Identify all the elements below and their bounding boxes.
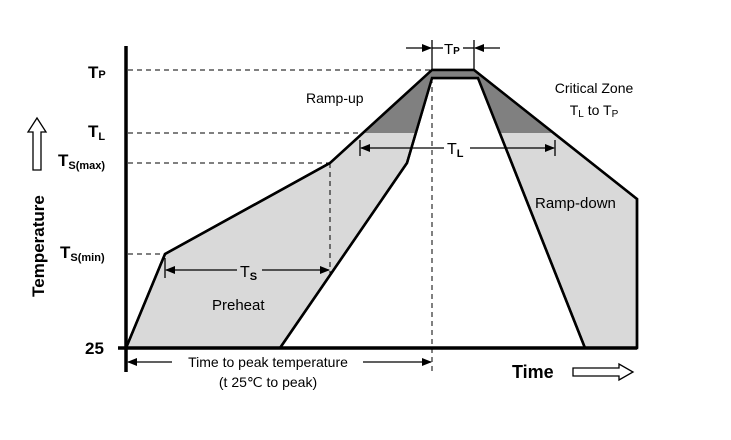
y-label-tl: TL	[88, 122, 105, 143]
ramp-up-label: Ramp-up	[306, 90, 364, 106]
ts-interval	[164, 258, 330, 278]
critical-zone-label: Critical Zone	[555, 80, 634, 96]
up-arrow-icon	[26, 116, 48, 171]
x-axis-title: Time	[512, 362, 554, 382]
tl-interval	[359, 140, 556, 156]
guide-lines	[128, 69, 433, 372]
ts-interval-label: TS	[240, 264, 257, 283]
tp-interval-label: TP	[444, 41, 460, 58]
y-label-ts-min: TS(min)	[60, 243, 105, 264]
tl-interval-label: TL	[447, 141, 464, 160]
tp-interval	[406, 40, 500, 70]
y-label-25: 25	[85, 339, 104, 358]
critical-zone-fill	[363, 70, 554, 133]
y-axis-title: Temperature	[29, 195, 48, 297]
time-to-peak-sublabel: (t 25℃ to peak)	[219, 374, 317, 390]
time-to-peak-label: Time to peak temperature	[188, 354, 348, 370]
y-label-tp: TP	[88, 63, 106, 82]
critical-range-label: TL to TP	[570, 102, 619, 120]
preheat-label: Preheat	[212, 297, 265, 314]
right-arrow-icon	[572, 362, 635, 382]
ramp-down-label: Ramp-down	[535, 195, 616, 212]
y-label-ts-max: TS(max)	[58, 151, 105, 172]
